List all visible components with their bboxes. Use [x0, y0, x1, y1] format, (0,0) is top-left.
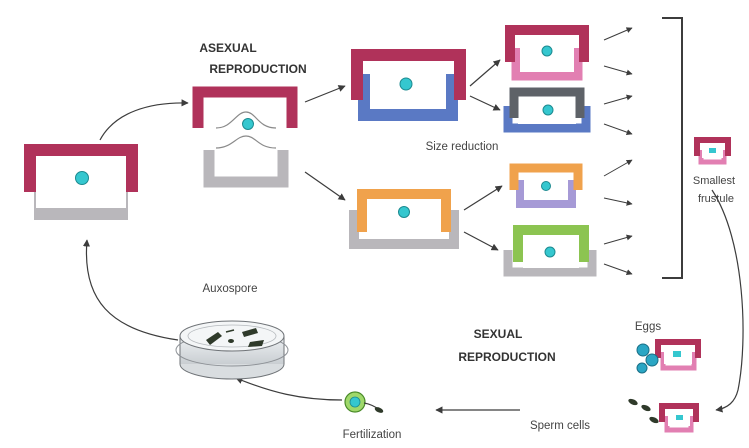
dividing-nucleus [242, 118, 254, 130]
auxospore-label: Auxospore [203, 283, 258, 295]
sperm-cells [628, 398, 699, 433]
cycle-arrows [82, 59, 744, 414]
parent-frustule [24, 144, 138, 220]
smallest-frustule [694, 137, 731, 165]
asexual-label-line1: ASEXUAL [199, 41, 256, 55]
fertilization-cell [344, 391, 384, 413]
bracket [662, 17, 683, 279]
fertilization-label: Fertilization [343, 429, 402, 441]
gen3-crimson-pink-frustule [505, 25, 589, 81]
gen2-lower-frustule [349, 189, 459, 249]
egg [645, 353, 659, 367]
size-reduction-label: Size reduction [426, 141, 499, 153]
eggs-cell [636, 339, 701, 374]
sperm-cells-label: Sperm cells [530, 420, 590, 432]
gen3-darkgray-blue-frustule [503, 87, 591, 133]
gen2-upper-frustule [351, 49, 466, 121]
egg [636, 343, 650, 357]
parent-nucleus [75, 171, 89, 185]
smallest-frustule-label-line2: frustule [698, 193, 734, 205]
egg [636, 362, 648, 374]
sexual-label-line1: SEXUAL [474, 327, 523, 341]
auxospore [175, 320, 289, 380]
sexual-label-line2: REPRODUCTION [458, 350, 555, 364]
dividing-frustule [192, 86, 298, 188]
eggs-label: Eggs [635, 321, 661, 333]
continuation-arrows [603, 27, 633, 276]
asexual-label-line2: REPRODUCTION [209, 62, 306, 76]
gen3-green-gray-frustule [503, 225, 597, 277]
gen3-orange-lavender-frustule [509, 163, 583, 208]
smallest-frustule-label-line1: Smallest [693, 175, 735, 187]
